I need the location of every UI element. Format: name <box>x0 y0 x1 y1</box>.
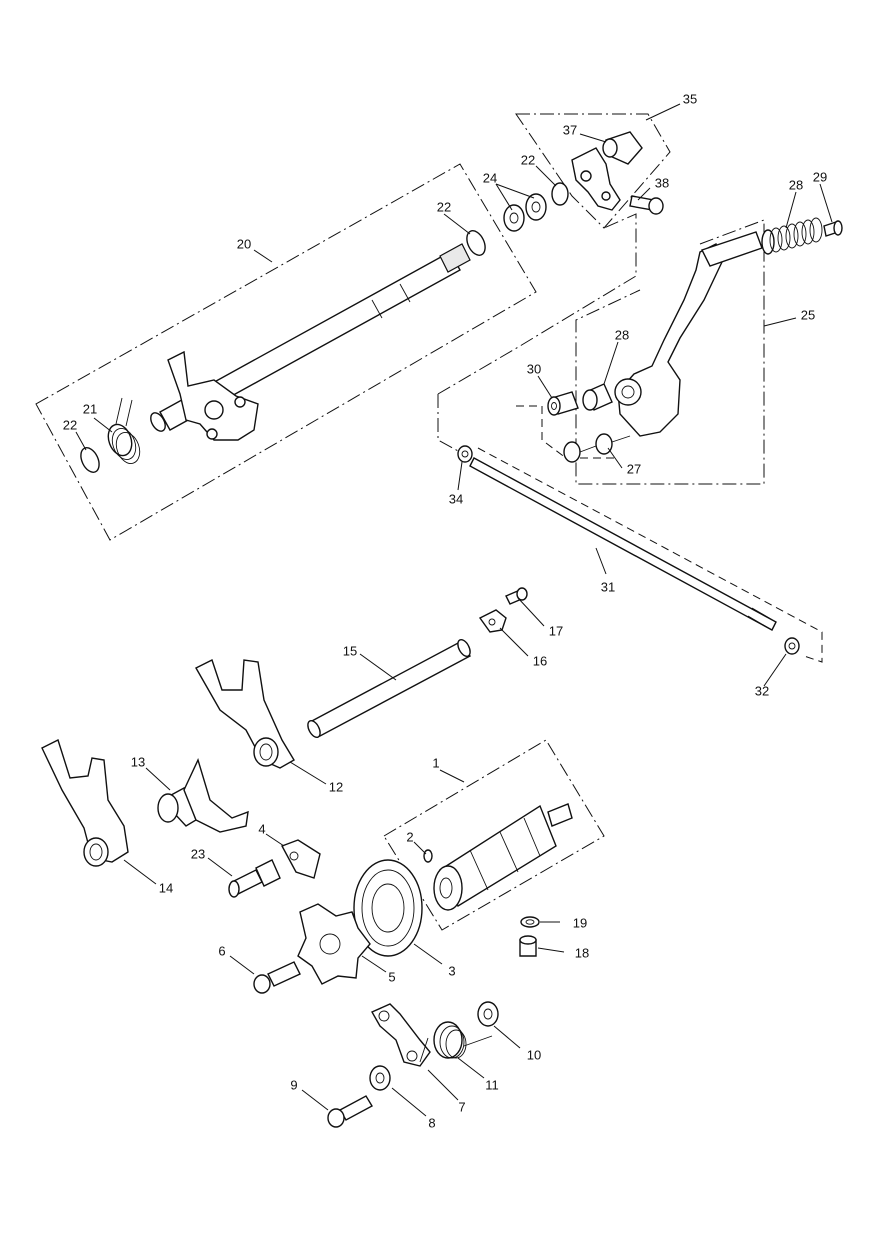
washer-8 <box>369 1065 391 1091</box>
callout-20: 20 <box>237 236 251 251</box>
gear-pedal <box>614 231 763 437</box>
stud-23 <box>228 859 281 898</box>
callout-2: 2 <box>406 829 413 844</box>
callout-14: 14 <box>159 880 173 895</box>
group-boundary-25 <box>437 394 461 453</box>
selector-drum <box>433 803 573 911</box>
callout-35: 35 <box>683 91 697 106</box>
group-boundary-25c <box>575 219 765 485</box>
group-boundary-32 <box>477 447 823 663</box>
circlip-22-shaft <box>466 230 486 256</box>
callout-7: 7 <box>458 1099 465 1114</box>
callout-22-top: 22 <box>521 152 535 167</box>
callout-33: 32 <box>755 683 769 698</box>
callout-22-left: 22 <box>63 417 77 432</box>
callout-19: 19 <box>573 915 587 930</box>
callout-34: 34 <box>449 491 463 506</box>
callout-16: 16 <box>533 653 547 668</box>
bush-28 <box>582 383 613 411</box>
spring-11 <box>419 1021 493 1063</box>
washer-19 <box>520 916 540 928</box>
callout-5: 5 <box>388 969 395 984</box>
bolt-38 <box>629 195 664 215</box>
washer-24-a <box>525 193 547 221</box>
callout-29: 28 <box>789 177 803 192</box>
washer-24-a-hole <box>531 201 541 213</box>
callout-32: 31 <box>601 579 615 594</box>
torsion-spring-21 <box>107 397 141 464</box>
callout-13: 13 <box>131 754 145 769</box>
lever-clamp-36 <box>571 147 621 211</box>
circlip-22-left <box>80 447 100 473</box>
selector-fork-13 <box>157 758 249 833</box>
bolt-9 <box>327 1095 373 1128</box>
callout-1: 1 <box>432 755 439 770</box>
group-boundary-27 <box>516 405 616 459</box>
callout-12: 12 <box>329 779 343 794</box>
callout-17: 17 <box>549 623 563 638</box>
callout-37: 37 <box>563 122 577 137</box>
plate-16 <box>478 609 507 633</box>
selector-arm <box>167 350 259 441</box>
washer-24-b <box>503 204 525 232</box>
group-boundary-1 <box>383 739 605 931</box>
callout-11: 11 <box>485 1077 499 1092</box>
callout-22-shaft: 22 <box>437 199 451 214</box>
selector-fork-12 <box>195 659 295 769</box>
bolt-6 <box>253 961 301 994</box>
nut-34 <box>457 445 473 463</box>
callout-8: 8 <box>428 1115 435 1130</box>
callout-28: 28 <box>615 327 629 342</box>
callout-25: 25 <box>801 307 815 322</box>
callout-31: 30 <box>527 361 541 376</box>
group-boundary-20 <box>35 163 537 541</box>
ball-joint-27 <box>563 433 631 463</box>
callout-38: 38 <box>655 175 669 190</box>
bolt-18 <box>519 935 537 957</box>
washer-24-b-hole <box>509 212 519 224</box>
washer-10 <box>477 1001 499 1027</box>
leader-lines <box>75 103 833 1117</box>
pivot-bolt-30 <box>823 220 843 237</box>
group-boundary-35 <box>515 113 671 229</box>
stopper-arm-7 <box>371 1003 431 1067</box>
callout-6: 6 <box>218 943 225 958</box>
callout-labels: 35 37 22 24 38 28 29 22 20 25 28 30 21 2… <box>63 91 827 1130</box>
callout-23: 23 <box>191 846 205 861</box>
callout-27: 27 <box>627 461 641 476</box>
selector-shaft <box>150 243 471 432</box>
bracket-4 <box>281 839 321 879</box>
fork-shaft-15 <box>307 639 472 738</box>
linkage-rod <box>469 457 777 631</box>
callout-15: 15 <box>343 643 357 658</box>
callout-18: 18 <box>575 945 589 960</box>
callout-10: 10 <box>527 1047 541 1062</box>
circlip-22-top <box>551 182 569 206</box>
spring-29 <box>761 217 823 255</box>
nut-33 <box>784 637 800 655</box>
pin-2 <box>423 849 433 863</box>
callout-3: 3 <box>448 963 455 978</box>
bolt-17 <box>505 587 528 605</box>
linkage-boss-37 <box>602 131 643 165</box>
callout-9: 9 <box>290 1077 297 1092</box>
selector-fork-14 <box>41 739 129 867</box>
callout-24: 24 <box>483 170 497 185</box>
callout-4: 4 <box>258 821 265 836</box>
callout-21: 21 <box>83 401 97 416</box>
bush-31 <box>547 391 579 416</box>
star-cam-5 <box>297 903 371 985</box>
bearing-3 <box>353 859 423 957</box>
callout-30: 29 <box>813 169 827 184</box>
